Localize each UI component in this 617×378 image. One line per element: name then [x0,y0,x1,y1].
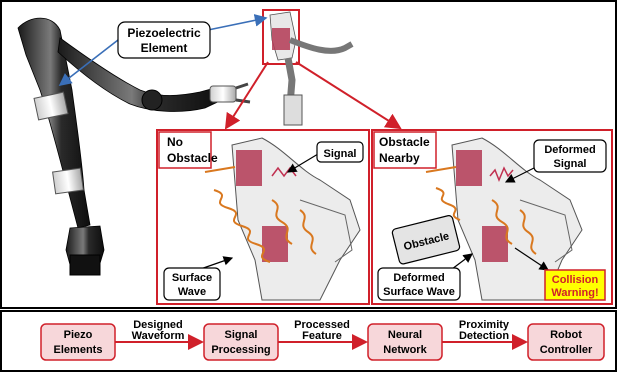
signal-label: Signal [323,148,356,160]
node-1-line-2: Elements [54,344,103,356]
no-obstacle-title-2: Obstacle [167,151,218,165]
no-obstacle-title-1: No [167,135,183,149]
obstacle-nearby-title-2: Nearby [379,151,420,165]
deformed-signal-label-1: Deformed [544,144,595,156]
collision-warning-1: Collision [552,274,599,286]
deformed-wave-label-1: Deformed [393,272,444,284]
surface-wave-label-1: Surface [172,272,212,284]
node-2-line-1: Signal [224,329,257,341]
piezo-label-1: Piezoelectric [127,26,201,40]
obstacle-nearby-title-1: Obstacle [379,135,430,149]
deformed-wave-label-2: Surface Wave [383,286,455,298]
surface-wave-label-2: Wave [178,286,206,298]
node-4-line-2: Controller [540,344,593,356]
edge-label-2b: Feature [302,330,342,342]
panel-obstacle-nearby: Obstacle Nearby Deformed Signal Obstacle… [372,130,612,304]
edge-label-3b: Detection [459,330,509,342]
node-4-line-1: Robot [550,329,582,341]
node-3-line-1: Neural [388,329,422,341]
panel-no-obstacle: No Obstacle Signal Surface Wave [157,130,369,304]
piezo-label-2: Element [141,41,188,55]
deformed-signal-label-2: Signal [553,158,586,170]
node-3-line-2: Network [383,344,427,356]
edge-label-1b: Waveform [132,330,185,342]
collision-warning-2: Warning! [551,287,598,299]
node-2-line-2: Processing [211,344,270,356]
node-1-line-1: Piezo [64,329,93,341]
